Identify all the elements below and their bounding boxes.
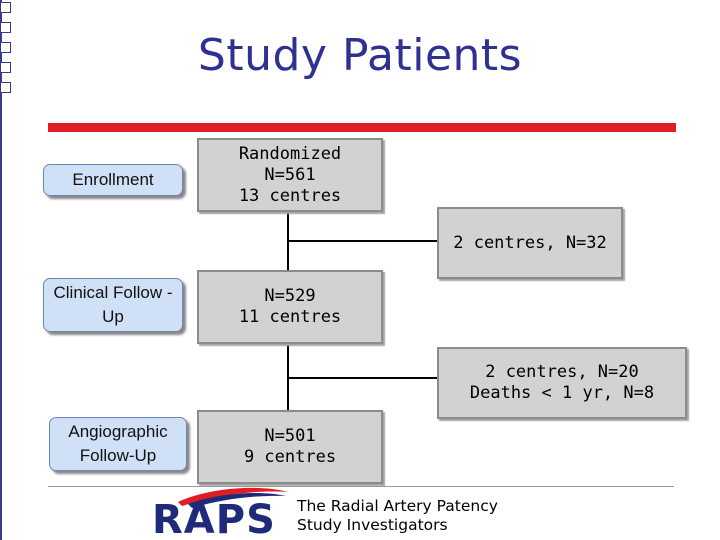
template-bullet-square [0,82,11,93]
template-left-rule [0,0,2,540]
connector-branch-2 [287,377,437,379]
raps-logo-text: RAPS [152,497,276,540]
slide-title: Study Patients [197,30,523,81]
stage-angiographic-label: Angiographic Follow-Up [68,422,168,465]
connector-vertical-1 [287,208,289,270]
stage-enrollment-label: Enrollment [72,170,154,189]
stage-enrollment: Enrollment [43,164,183,196]
raps-logo: RAPS [152,487,288,540]
title-underline-bar [48,123,676,132]
connector-vertical-2 [287,340,289,410]
box-angiographic: N=501 9 centres [197,410,383,484]
footer-rule [48,486,674,487]
stage-clinical-follow-up: Clinical Follow -Up [43,278,183,332]
box-clinical-followup: N=529 11 centres [197,270,383,344]
stage-angiographic-follow-up: Angiographic Follow-Up [49,417,187,471]
template-bullet-square [0,42,11,53]
box-exclusion-1: 2 centres, N=32 [437,207,623,279]
template-bullet-square [0,2,11,13]
box-randomized: Randomized N=561 13 centres [197,138,383,212]
credit-line-2: Study Investigators [297,516,448,534]
box-exclusion-2: 2 centres, N=20 Deaths < 1 yr, N=8 [437,347,687,419]
credit-line-1: The Radial Artery Patency [297,497,498,515]
stage-clinical-label: Clinical Follow -Up [53,283,173,326]
template-bullet-square [0,22,11,33]
connector-branch-1 [287,240,437,242]
template-bullet-square [0,62,11,73]
